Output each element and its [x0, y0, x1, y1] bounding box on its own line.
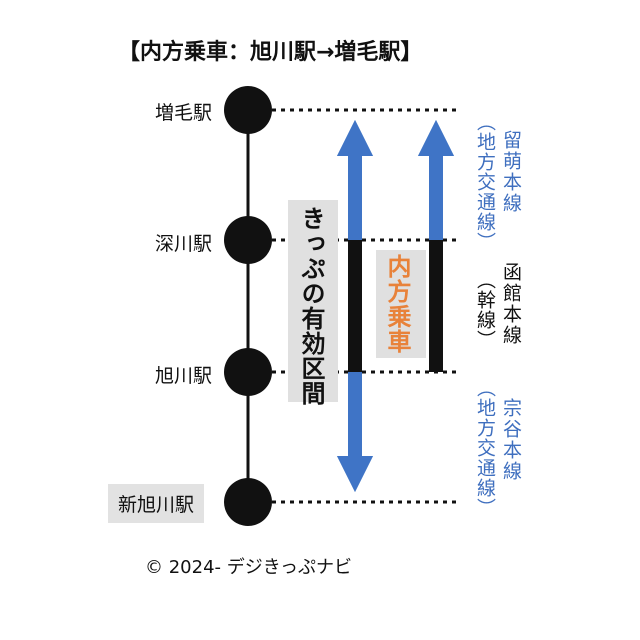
station-dot-shin-asahikawa: [224, 478, 272, 526]
station-dot-mashike: [224, 86, 272, 134]
rumoi-line-name: 留萌本線: [499, 130, 522, 214]
valid-section-label: きっぷの有効区間: [297, 206, 325, 406]
hakodate-line-name: 函館本線: [499, 262, 522, 346]
station-dot-asahikawa: [224, 348, 272, 396]
copyright-notice: © 2024- デジきっぷナビ: [145, 557, 353, 578]
station-label-asahikawa: 旭川駅: [154, 365, 212, 387]
soya-line-type: （地方交通線）: [473, 378, 496, 518]
station-label-shin-asahikawa: 新旭川駅: [108, 484, 205, 523]
inner-ride-label-bg: [376, 250, 426, 358]
soya-line-name: 宗谷本線: [499, 398, 522, 482]
station-label-fukagawa: 深川駅: [154, 233, 212, 255]
station-label-mashike: 増毛駅: [154, 102, 212, 124]
station-dot-fukagawa: [224, 216, 272, 264]
rumoi-line-type: （地方交通線）: [473, 112, 496, 252]
inner-ride-label: 内方乗車: [383, 254, 411, 354]
valid-section-label-bg: [288, 200, 338, 402]
diagram-title: 【内方乗車：旭川駅→増毛駅】: [118, 40, 423, 65]
hakodate-line-type: （幹線）: [473, 270, 496, 350]
